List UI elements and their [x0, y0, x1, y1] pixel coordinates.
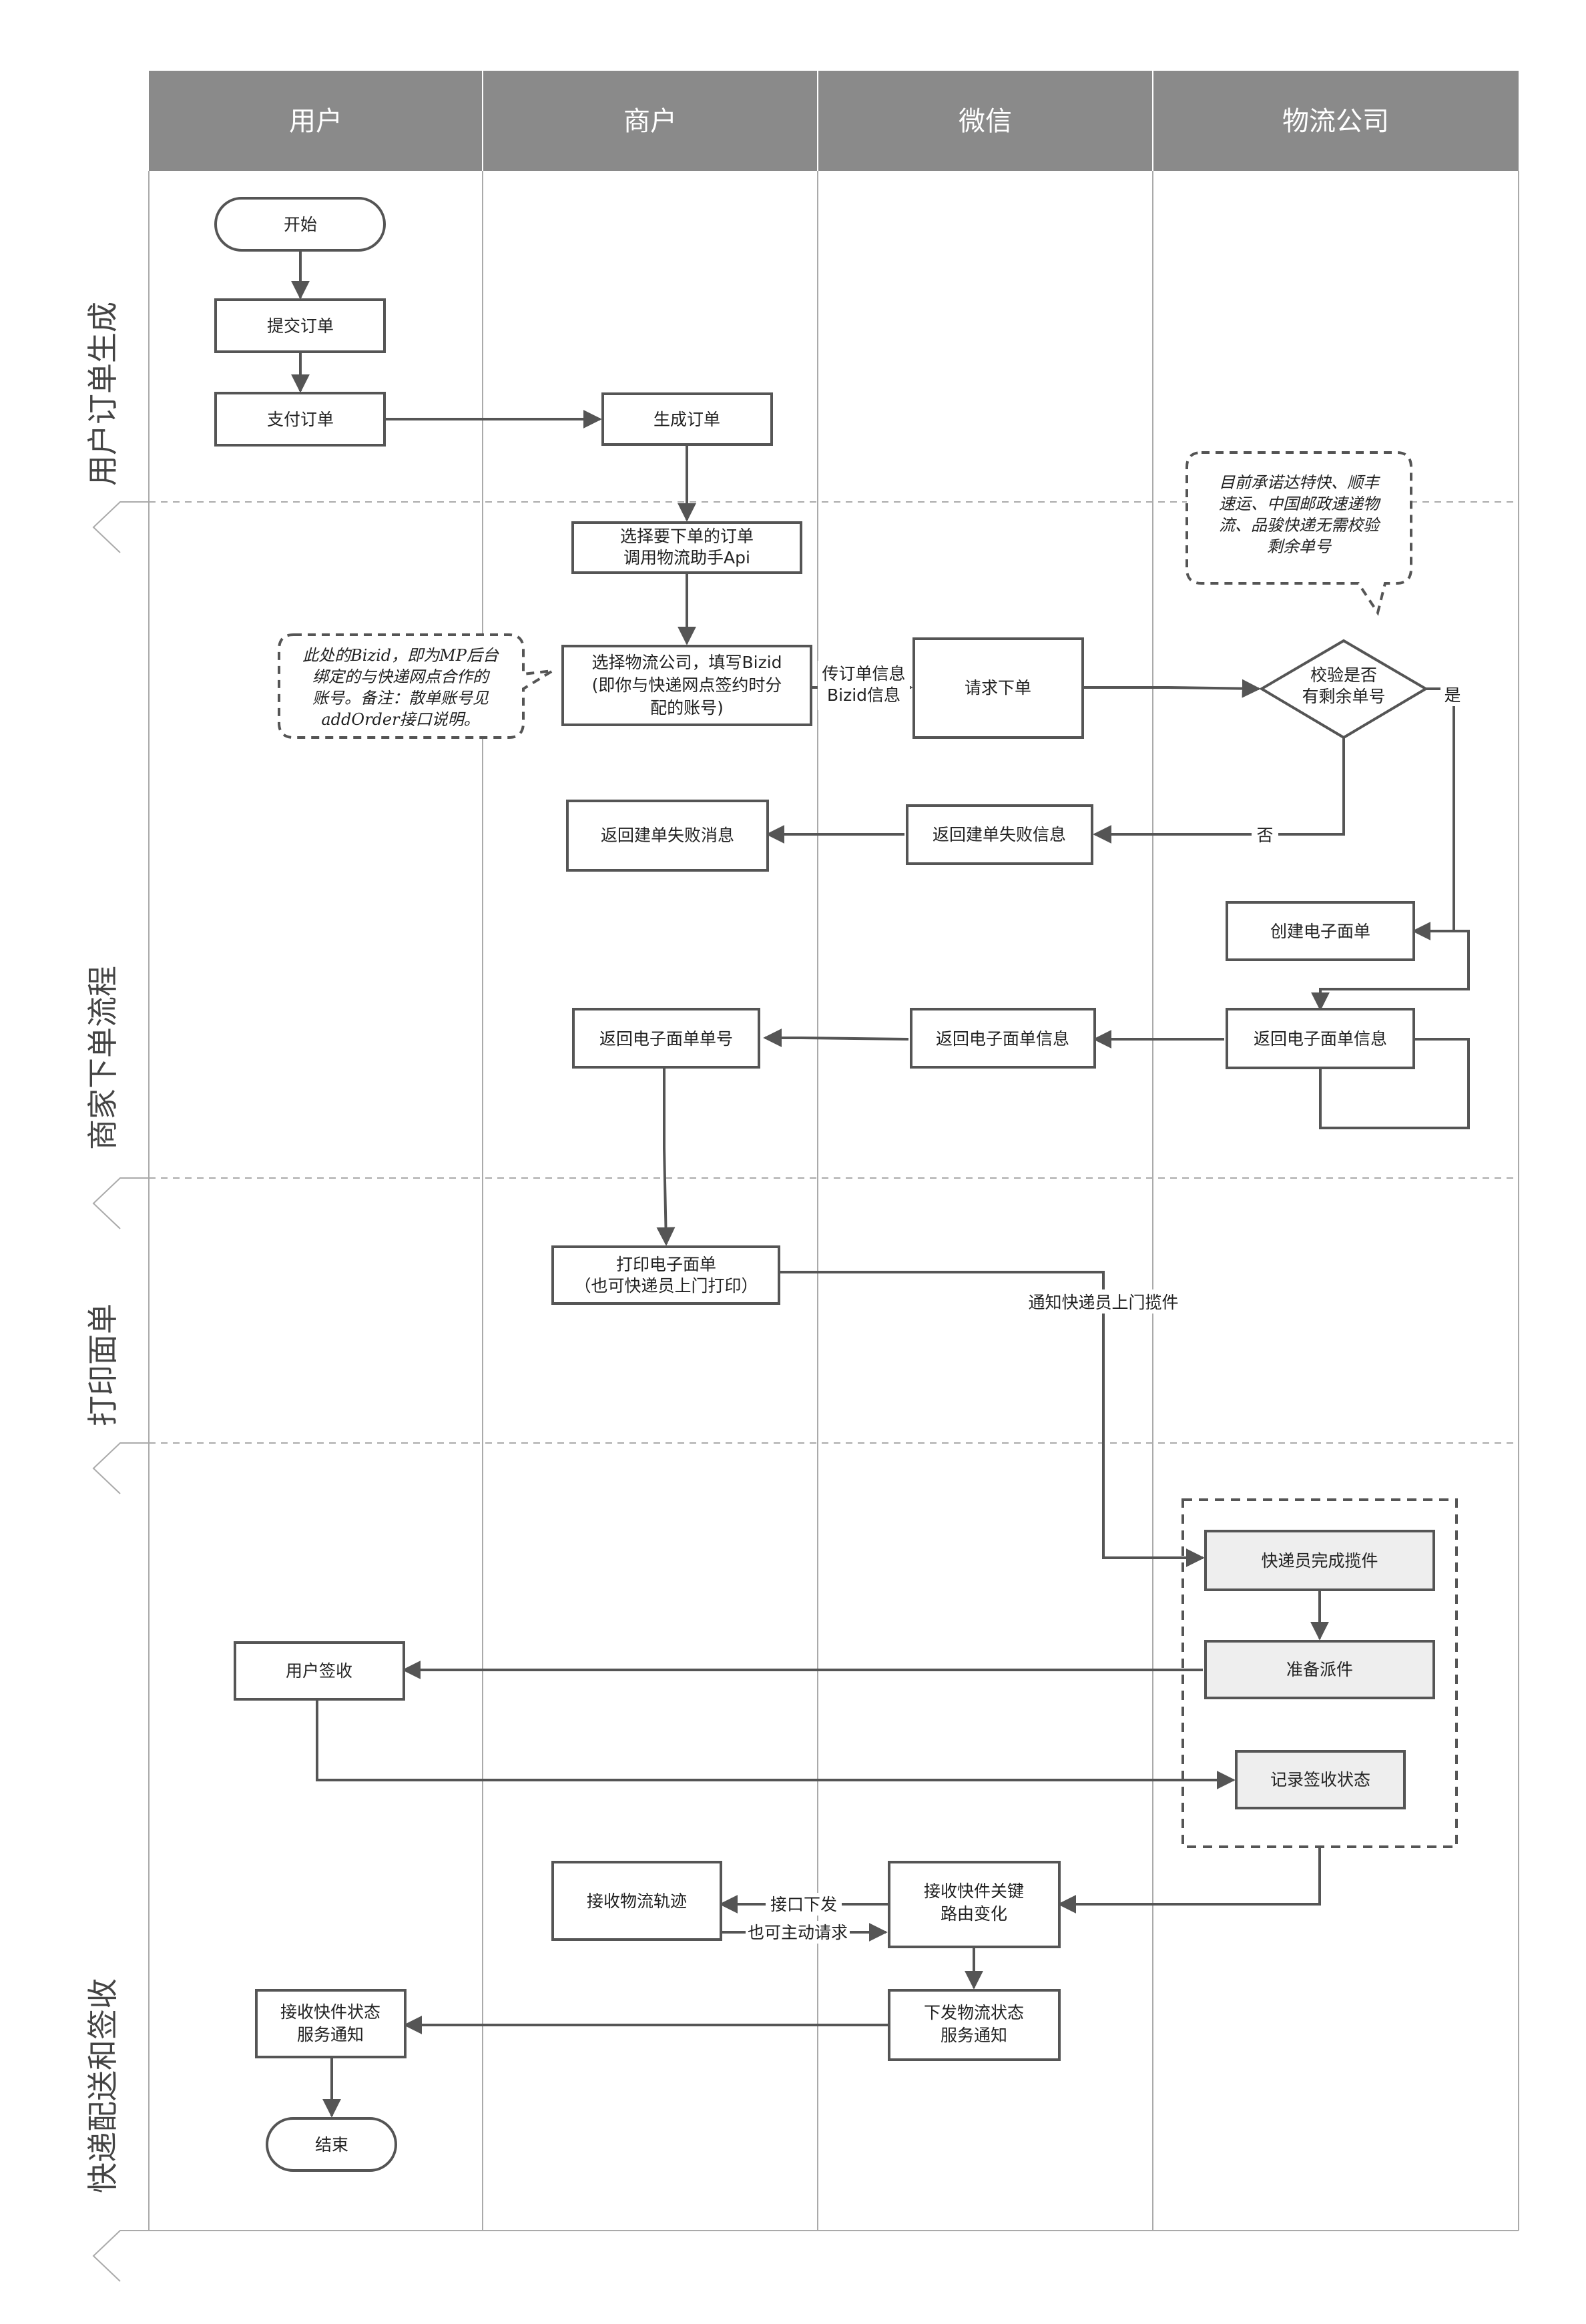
node-send-status: [888, 1989, 1061, 2061]
edge-label-active-request: 也可主动请求: [748, 1923, 848, 1942]
text-merchant-return-no: 返回电子面单单号: [599, 1029, 733, 1049]
group-delivery-steps: [1181, 1498, 1458, 1848]
text-receive-route-1: 接收快件关键: [924, 1881, 1024, 1901]
edge-returnno-print: [656, 1067, 676, 1246]
edge-label-no: 否: [1256, 826, 1273, 845]
edge-label-notify-courier: 通知快递员上门揽件: [1028, 1293, 1178, 1312]
note-bizid-3: 账号。备注：散单账号见: [312, 689, 489, 707]
node-start: [214, 197, 386, 252]
node-return-fail-msg: [566, 800, 769, 872]
text-send-status-1: 下发物流状态: [924, 2003, 1024, 2022]
node-wechat-return-info: [910, 1008, 1096, 1069]
text-start: 开始: [284, 215, 317, 234]
node-select-order: [571, 521, 802, 574]
phase-user-order: 用户订单生成: [85, 302, 121, 486]
phase-merchant-order: 商家下单流程: [85, 966, 121, 1150]
node-user-sign: [234, 1641, 405, 1701]
edge-label-yes: 是: [1444, 685, 1461, 705]
node-merchant-return-no: [572, 1008, 760, 1069]
lane-wechat: 微信: [959, 106, 1012, 137]
node-receive-route: [888, 1861, 1061, 1948]
node-check-remaining: [1259, 639, 1428, 740]
text-end: 结束: [315, 2135, 348, 2154]
text-return-fail-msg: 返回建单失败消息: [601, 826, 734, 845]
phase-delivery: 快递配送和签收: [85, 1978, 121, 2193]
text-prepare-dispatch: 准备派件: [1286, 1660, 1353, 1679]
text-print-waybill-1: 打印电子面单: [616, 1255, 716, 1274]
lane-grid: [148, 171, 1519, 2231]
text-receive-track: 接收物流轨迹: [587, 1892, 687, 1911]
edge-notify-courier: [779, 1271, 1205, 1567]
note-bizid-4: addOrder接口说明。: [321, 710, 479, 729]
node-return-fail-info: [906, 804, 1093, 865]
nodes: [214, 197, 1458, 2172]
text-pay-order: 支付订单: [267, 410, 334, 429]
text-request-order: 请求下单: [965, 678, 1031, 697]
text-logistics-return-info: 返回电子面单信息: [1254, 1029, 1387, 1049]
text-select-order-1: 选择要下单的订单: [620, 527, 754, 546]
node-print-waybill: [551, 1245, 780, 1305]
text-select-company-2: (即你与快递网点签约时分: [592, 675, 782, 695]
edge-check-no: [1093, 738, 1345, 844]
text-receive-status-2: 服务通知: [297, 2025, 364, 2044]
text-create-waybill: 创建电子面单: [1270, 922, 1370, 941]
node-pay-order: [214, 392, 386, 447]
note-carriers-4: 剩余单号: [1267, 537, 1332, 556]
text-check-remaining-2: 有剩余单号: [1302, 687, 1385, 706]
edge-logistics-route: [1057, 1847, 1321, 1914]
edge-create-loop: [1311, 930, 1470, 1011]
lane-logistics: 物流公司: [1282, 106, 1389, 137]
node-receive-status: [255, 1989, 407, 2058]
lane-merchant: 商户: [623, 106, 677, 137]
edge-wechat-merchant: [763, 1029, 909, 1047]
edge-request-check: [1083, 679, 1261, 698]
node-record-sign: [1235, 1750, 1406, 1809]
text-courier-pickup: 快递员完成揽件: [1261, 1551, 1378, 1570]
text-print-waybill-2: （也可快递员上门打印）: [574, 1276, 758, 1295]
node-submit-order: [214, 298, 386, 353]
node-select-company: [561, 645, 812, 726]
text-select-order-2: 调用物流助手Api: [623, 548, 750, 567]
text-wechat-return-info: 返回电子面单信息: [936, 1029, 1069, 1049]
text-return-fail-info: 返回建单失败信息: [933, 825, 1066, 844]
note-carriers-3: 流、品骏快递无需校验: [1219, 516, 1381, 535]
text-user-sign: 用户签收: [286, 1661, 352, 1681]
text-receive-route-2: 路由变化: [941, 1904, 1007, 1924]
edge-label-pass-order: 传订单信息: [822, 664, 905, 683]
edge-label-bizid: Bizid信息: [827, 685, 900, 705]
node-gen-order: [601, 392, 773, 446]
edge-usersign-record: [316, 1699, 1236, 1789]
text-select-company-3: 配的账号): [650, 698, 724, 717]
text-receive-status-1: 接收快件状态: [280, 2002, 380, 2022]
text-send-status-2: 服务通知: [941, 2026, 1007, 2045]
callout-bizid: 此处的Bizid，即为MP后台 绑定的与快递网点合作的 账号。备注：散单账号见 …: [278, 633, 554, 739]
edge-labels: 传订单信息 Bizid信息 是 否 通知快递员上门揽件 接口下发 也可主动请求: [746, 661, 1465, 1944]
note-bizid-2: 绑定的与快递网点合作的: [312, 667, 491, 686]
edge-label-api-push: 接口下发: [770, 1895, 837, 1914]
text-record-sign: 记录签收状态: [1270, 1770, 1370, 1789]
node-prepare-dispatch: [1204, 1640, 1435, 1699]
text-check-remaining-1: 校验是否: [1310, 665, 1377, 685]
node-texts: 开始 提交订单 支付订单 生成订单 选择要下单的订单 调用物流助手Api 选择物…: [267, 215, 1387, 2154]
text-gen-order: 生成订单: [653, 410, 720, 429]
text-submit-order: 提交订单: [267, 316, 334, 336]
phase-markers: [92, 501, 149, 2282]
node-request-order: [912, 637, 1084, 739]
edge-return-loop: [1319, 1038, 1470, 1129]
node-create-waybill: [1226, 901, 1415, 961]
note-bizid-1: 此处的Bizid，即为MP后台: [302, 646, 499, 665]
note-carriers-1: 目前承诺达特快、顺丰: [1219, 473, 1380, 492]
node-courier-pickup: [1204, 1530, 1435, 1591]
node-end: [266, 2117, 397, 2172]
node-receive-track: [551, 1861, 722, 1941]
lane-header-bar: 用户 商户 微信 物流公司: [149, 71, 1519, 171]
node-logistics-return-info: [1226, 1008, 1415, 1069]
lane-user: 用户: [289, 106, 342, 137]
phase-print: 打印面单: [85, 1303, 121, 1426]
callout-carriers: 目前承诺达特快、顺丰 速运、中国邮政速递物 流、品骏快递无需校验 剩余单号: [1185, 451, 1412, 616]
note-carriers-2: 速运、中国邮政速递物: [1219, 495, 1381, 513]
text-select-company-1: 选择物流公司，填写Bizid: [591, 653, 782, 672]
edge-check-yes: [1412, 687, 1455, 940]
